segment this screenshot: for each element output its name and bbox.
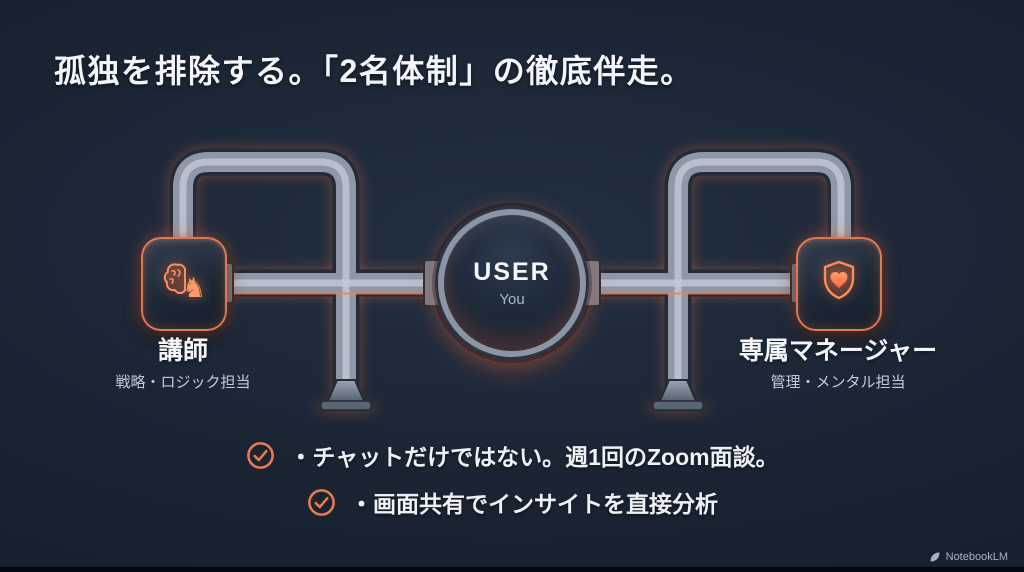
instructor-label-block: 講師 戦略・ロジック担当: [53, 336, 313, 393]
user-node: USER You: [438, 209, 586, 357]
instructor-title: 講師: [157, 337, 208, 365]
brain-chess-icon: ♞: [158, 256, 210, 313]
list-item: ・画面共有でインサイトを直接分析: [306, 485, 718, 519]
bullet-list: ・チャットだけではない。週1回のZoom面談。 ・画面共有でインサイトを直接分析: [0, 438, 1024, 519]
manager-label-block: 専属マネージャー 管理・メンタル担当: [688, 336, 988, 393]
svg-text:♞: ♞: [182, 273, 206, 304]
instructor-subtitle: 戦略・ロジック担当: [115, 374, 251, 391]
check-circle-icon: [247, 441, 275, 469]
manager-subtitle: 管理・メンタル担当: [770, 374, 906, 391]
manager-icon-box: [796, 237, 882, 331]
bullet-text: ・画面共有でインサイトを直接分析: [350, 491, 718, 517]
page-title: 孤独を排除する。「2名体制」の徹底伴走。: [54, 53, 694, 89]
user-sublabel: You: [499, 291, 525, 308]
pipe-feet: [312, 379, 712, 415]
notebooklm-logo-icon: [930, 552, 940, 562]
shield-heart-icon: [813, 256, 865, 313]
watermark-label: NotebookLM: [945, 551, 1008, 563]
manager-title: 専属マネージャー: [738, 337, 938, 365]
bullet-text: ・チャットだけではない。週1回のZoom面談。: [289, 444, 779, 470]
notebooklm-watermark: NotebookLM: [929, 551, 1008, 563]
list-item: ・チャットだけではない。週1回のZoom面談。: [245, 438, 779, 472]
instructor-icon-box: ♞: [141, 237, 227, 331]
check-circle-icon: [308, 488, 335, 516]
bottom-letterbox-bar: [0, 567, 1024, 572]
user-label: USER: [473, 258, 551, 286]
